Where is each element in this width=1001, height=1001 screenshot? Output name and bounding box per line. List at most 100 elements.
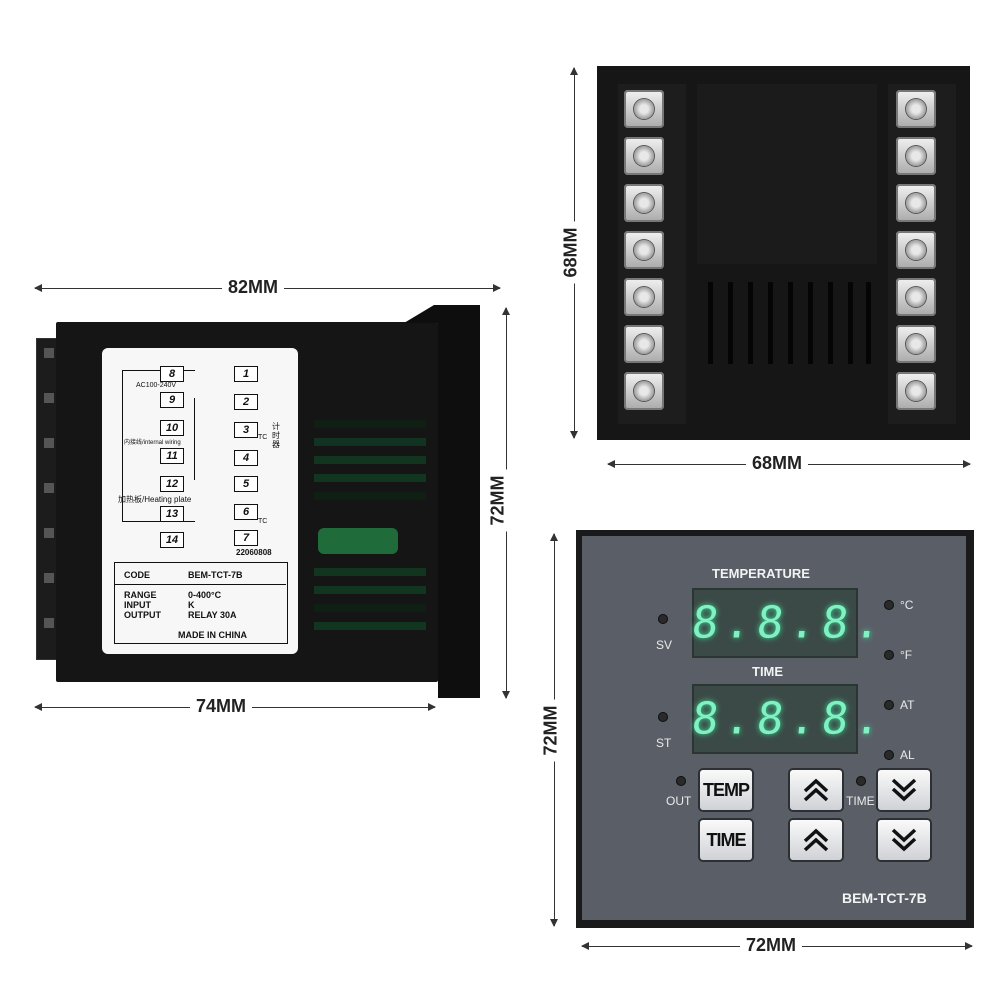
time-led-icon xyxy=(856,776,866,786)
sv-led-icon xyxy=(658,614,668,624)
spec-divider xyxy=(114,584,286,585)
terminal-box-1: 1 xyxy=(234,366,258,382)
dimension-label-72mm-horizontal: 72MM xyxy=(740,935,803,956)
side-vent-slot xyxy=(314,420,426,428)
spec-output-key: OUTPUT xyxy=(124,610,161,620)
terminal-box-9: 9 xyxy=(160,392,184,408)
spec-output-value: RELAY 30A xyxy=(188,610,237,620)
terminal-box-10: 10 xyxy=(160,420,184,436)
st-led-icon xyxy=(658,712,668,722)
rear-vent xyxy=(808,282,813,364)
terminal-screw xyxy=(624,137,664,175)
rear-vent xyxy=(866,282,871,364)
terminal-box-8: 8 xyxy=(160,366,184,382)
side-terminal-screws xyxy=(44,348,54,648)
time-title: TIME xyxy=(752,664,784,679)
time-up-button[interactable] xyxy=(790,820,842,860)
made-in-text: MADE IN CHINA xyxy=(178,630,247,640)
side-pcb xyxy=(318,528,398,554)
terminal-screw xyxy=(896,278,936,316)
temperature-display: 8.8.8. xyxy=(689,588,890,658)
rear-vent xyxy=(748,282,753,364)
side-vent-slot xyxy=(314,604,426,612)
side-vent-slot xyxy=(314,474,426,482)
st-label: ST xyxy=(656,736,672,750)
wiring-outline xyxy=(122,370,195,522)
fahrenheit-label: °F xyxy=(900,648,913,662)
side-vent-slot xyxy=(314,456,426,464)
temp-button[interactable]: TEMP xyxy=(700,770,752,810)
side-flange-top xyxy=(404,305,454,323)
timer-label: 计时器 xyxy=(272,422,280,449)
at-label: AT xyxy=(900,698,915,712)
rear-vent xyxy=(848,282,853,364)
at-led-icon xyxy=(884,700,894,710)
tc-label-2: TC xyxy=(258,518,268,525)
dimension-label-72mm-side: 72MM xyxy=(487,469,509,532)
sv-label: SV xyxy=(656,638,673,652)
terminal-box-4: 4 xyxy=(234,450,258,466)
terminal-box-6: 6 xyxy=(234,504,258,520)
time-button[interactable]: TIME xyxy=(700,820,752,860)
spec-range-key: RANGE xyxy=(124,590,157,600)
terminal-screw xyxy=(624,372,664,410)
al-label: AL xyxy=(900,748,915,762)
terminal-screw xyxy=(896,184,936,222)
terminal-screw xyxy=(896,231,936,269)
dimension-label-74mm: 74MM xyxy=(190,696,253,717)
rear-vent xyxy=(768,282,773,364)
rear-vent xyxy=(788,282,793,364)
double-chevron-down-icon xyxy=(891,828,917,852)
double-chevron-up-icon xyxy=(803,778,829,802)
terminal-box-5: 5 xyxy=(234,476,258,492)
spec-code-key: CODE xyxy=(124,570,151,580)
dimension-label-68mm-horizontal: 68MM xyxy=(746,453,809,474)
rear-vent xyxy=(728,282,733,364)
dimension-label-72mm-vertical: 72MM xyxy=(540,699,562,762)
terminal-screw xyxy=(624,184,664,222)
side-front-flange xyxy=(438,305,480,698)
fahrenheit-led-icon xyxy=(884,650,894,660)
serial-number: 22060808 xyxy=(236,548,272,557)
tc-label: TC xyxy=(258,434,268,441)
double-chevron-down-icon xyxy=(891,778,917,802)
rear-center-panel xyxy=(697,84,877,264)
temperature-digits: 8.8.8. xyxy=(689,597,890,649)
terminal-screw xyxy=(896,372,936,410)
time-display: 8.8.8. xyxy=(689,684,890,754)
time-down-button[interactable] xyxy=(878,820,930,860)
dimension-label-68mm-vertical: 68MM xyxy=(560,221,582,284)
spec-label-sticker: 8 AC100-240V 9 10 内接线/internal wiring 11… xyxy=(102,348,298,654)
terminal-screw xyxy=(896,90,936,128)
temp-down-button[interactable] xyxy=(878,770,930,810)
terminal-box-11: 11 xyxy=(160,448,184,464)
internal-wiring-text: 内接线/internal wiring xyxy=(124,440,181,446)
terminal-screw xyxy=(624,325,664,363)
power-text: AC100-240V xyxy=(136,382,177,389)
double-chevron-up-icon xyxy=(803,828,829,852)
out-led-icon xyxy=(676,776,686,786)
temperature-title: TEMPERATURE xyxy=(712,566,810,581)
rear-vent xyxy=(828,282,833,364)
terminal-screw xyxy=(624,90,664,128)
side-vent-slot xyxy=(314,586,426,594)
al-led-icon xyxy=(884,750,894,760)
side-vent-slot xyxy=(314,622,426,630)
spec-box xyxy=(114,562,288,644)
rear-vent xyxy=(708,282,713,364)
side-vent-slot xyxy=(314,568,426,576)
temp-up-button[interactable] xyxy=(790,770,842,810)
spec-range-value: 0-400°C xyxy=(188,590,222,600)
terminal-screw xyxy=(896,137,936,175)
terminal-screw xyxy=(624,231,664,269)
spec-input-value: K xyxy=(188,600,195,610)
terminal-box-7: 7 xyxy=(234,530,258,546)
dimension-label-82mm: 82MM xyxy=(222,277,285,298)
terminal-box-14: 14 xyxy=(160,532,184,548)
heating-plate-text: 加热板/Heating plate xyxy=(118,495,192,504)
spec-input-key: INPUT xyxy=(124,600,151,610)
terminal-box-13: 13 xyxy=(160,506,184,522)
side-vent-slot xyxy=(314,438,426,446)
terminal-screw xyxy=(624,278,664,316)
terminal-box-12: 12 xyxy=(160,476,184,492)
